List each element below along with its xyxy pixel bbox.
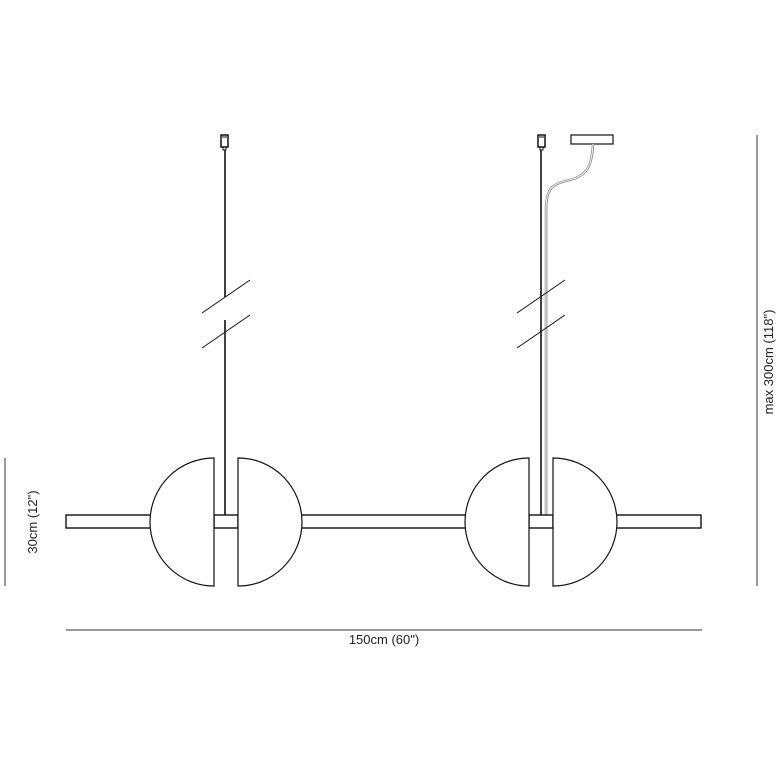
shade-3 <box>464 457 530 587</box>
width-label: 150cm (60") <box>349 632 419 647</box>
height-label: 30cm (12") <box>25 490 40 553</box>
shades <box>149 457 618 587</box>
dimension-lines <box>4 135 758 631</box>
shade-1 <box>149 457 215 587</box>
drop-label: max 300cm (118") <box>761 310 776 415</box>
left-suspension <box>201 134 251 515</box>
right-break-mark <box>516 279 566 314</box>
right-suspension <box>516 134 614 515</box>
shade-4 <box>552 457 618 587</box>
shade-2 <box>237 457 303 587</box>
left-break-mark <box>201 279 251 314</box>
ceiling-canopy <box>570 134 614 145</box>
